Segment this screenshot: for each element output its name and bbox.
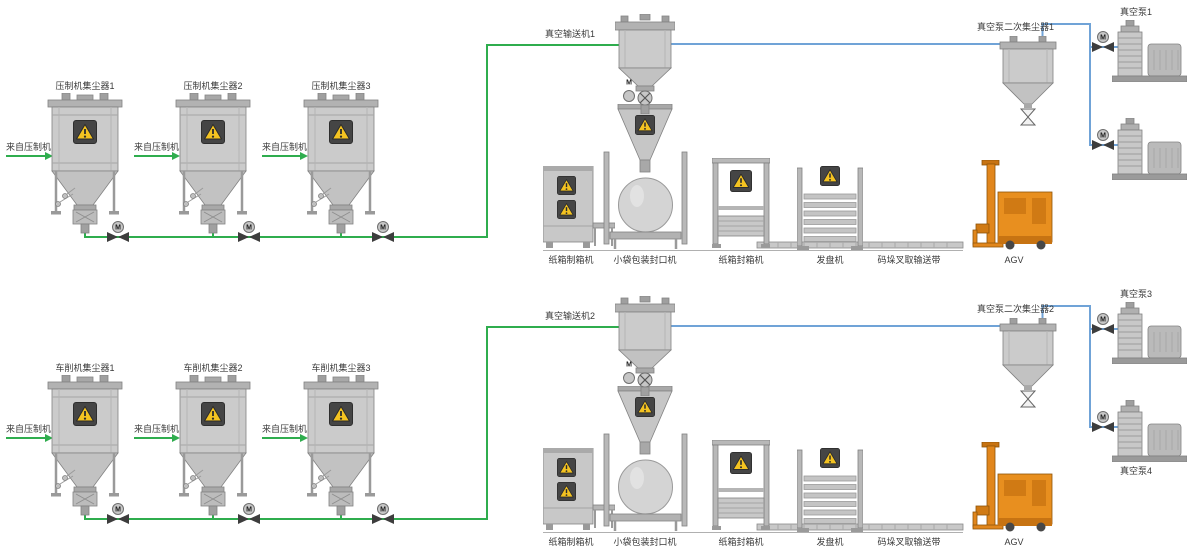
valve-motor-label: M (1100, 35, 1106, 42)
vacuum-pump-label: 真空泵3 (1120, 288, 1152, 299)
pallet-dispenser (797, 448, 863, 532)
vacuum-pump-b (1112, 400, 1187, 462)
vacuum-conveyor (615, 296, 675, 396)
inlet-label: 来自压制机 (6, 141, 51, 152)
production-line-2: 车削机集尘器1 车削机集尘器2 车削机集尘器3 来自压制机 来自压制机 来自压制… (6, 288, 1187, 547)
collector-label: 压制机集尘器1 (55, 80, 114, 91)
collector-label: 车削机集尘器2 (183, 362, 242, 373)
equipment-label: 纸箱封箱机 (718, 536, 763, 547)
inlet-label: 来自压制机 (6, 423, 51, 434)
dust-collector-1 (48, 375, 122, 515)
valve-motor-label: M (626, 362, 632, 369)
dust-collector-2 (176, 375, 250, 515)
vacuum-pump-b (1112, 118, 1187, 180)
equipment-label: AGV (1004, 537, 1023, 547)
dust-collector-3 (304, 93, 378, 233)
equipment-label: AGV (1004, 255, 1023, 265)
dust-collector-3 (304, 375, 378, 515)
collector-label: 压制机集尘器3 (311, 80, 370, 91)
carton-sealing-machine (712, 440, 770, 530)
dust-collector-1 (48, 93, 122, 233)
dust-collector-2 (176, 93, 250, 233)
pallet-dispenser (797, 166, 863, 250)
secondary-dust-collector (999, 36, 1057, 126)
inlet-label: 来自压制机 (134, 423, 179, 434)
valve-motor-label: M (1100, 415, 1106, 422)
flow-arrow-icon (45, 152, 53, 160)
flow-arrow-icon (300, 152, 308, 160)
vacuum-pump-label: 真空泵1 (1120, 6, 1152, 17)
equipment-label: 码垛叉取输送带 (877, 536, 940, 547)
bag-packing-sealing-machine (604, 386, 687, 531)
valve-motor-label: M (1100, 133, 1106, 140)
collector-label: 压制机集尘器2 (183, 80, 242, 91)
inlet-label: 来自压制机 (262, 141, 307, 152)
equipment-label: 纸箱封箱机 (718, 254, 763, 265)
inlet-label: 来自压制机 (134, 141, 179, 152)
flow-arrow-icon (45, 434, 53, 442)
equipment-label: 小袋包装封口机 (613, 536, 676, 547)
bag-packing-sealing-machine (604, 104, 687, 249)
equipment-label: 小袋包装封口机 (613, 254, 676, 265)
valve-motor-label: M (246, 225, 252, 232)
agv-forklift (972, 442, 1053, 532)
valve-motor-label: M (1100, 317, 1106, 324)
vacuum-conveyor-label: 真空输送机1 (545, 28, 595, 39)
flow-arrow-icon (300, 434, 308, 442)
vacuum-pump-label: 真空泵4 (1120, 465, 1152, 476)
vacuum-pump-a (1112, 302, 1187, 364)
flow-arrow-icon (172, 434, 180, 442)
equipment-label: 发盘机 (816, 536, 843, 547)
secondary-collector-label: 真空泵二次集尘器2 (977, 303, 1054, 314)
agv-forklift (972, 160, 1053, 250)
vacuum-conveyor-label: 真空输送机2 (545, 310, 595, 321)
carton-sealing-machine (712, 158, 770, 248)
suction-pipe-main (84, 44, 619, 238)
vacuum-conveyor (615, 14, 675, 114)
suction-pipe-main (84, 326, 619, 520)
collector-label: 车削机集尘器3 (311, 362, 370, 373)
valve-motor-label: M (380, 225, 386, 232)
valve-motor-label: M (115, 225, 121, 232)
vacuum-pump-a (1112, 20, 1187, 82)
production-line-1: 压制机集尘器1 压制机集尘器2 压制机集尘器3 来自压制机 来自压制机 来自压制… (6, 6, 1187, 265)
valve-motor-label: M (246, 507, 252, 514)
equipment-label: 纸箱制箱机 (548, 254, 593, 265)
equipment-label: 纸箱制箱机 (548, 536, 593, 547)
valve-motor-label: M (626, 80, 632, 87)
flow-arrow-icon (172, 152, 180, 160)
equipment-label: 码垛叉取输送带 (877, 254, 940, 265)
collector-label: 车削机集尘器1 (55, 362, 114, 373)
valve-motor-label: M (115, 507, 121, 514)
secondary-dust-collector (999, 318, 1057, 408)
valve-motor-label: M (380, 507, 386, 514)
inlet-label: 来自压制机 (262, 423, 307, 434)
secondary-collector-label: 真空泵二次集尘器1 (977, 21, 1054, 32)
equipment-label: 发盘机 (816, 254, 843, 265)
